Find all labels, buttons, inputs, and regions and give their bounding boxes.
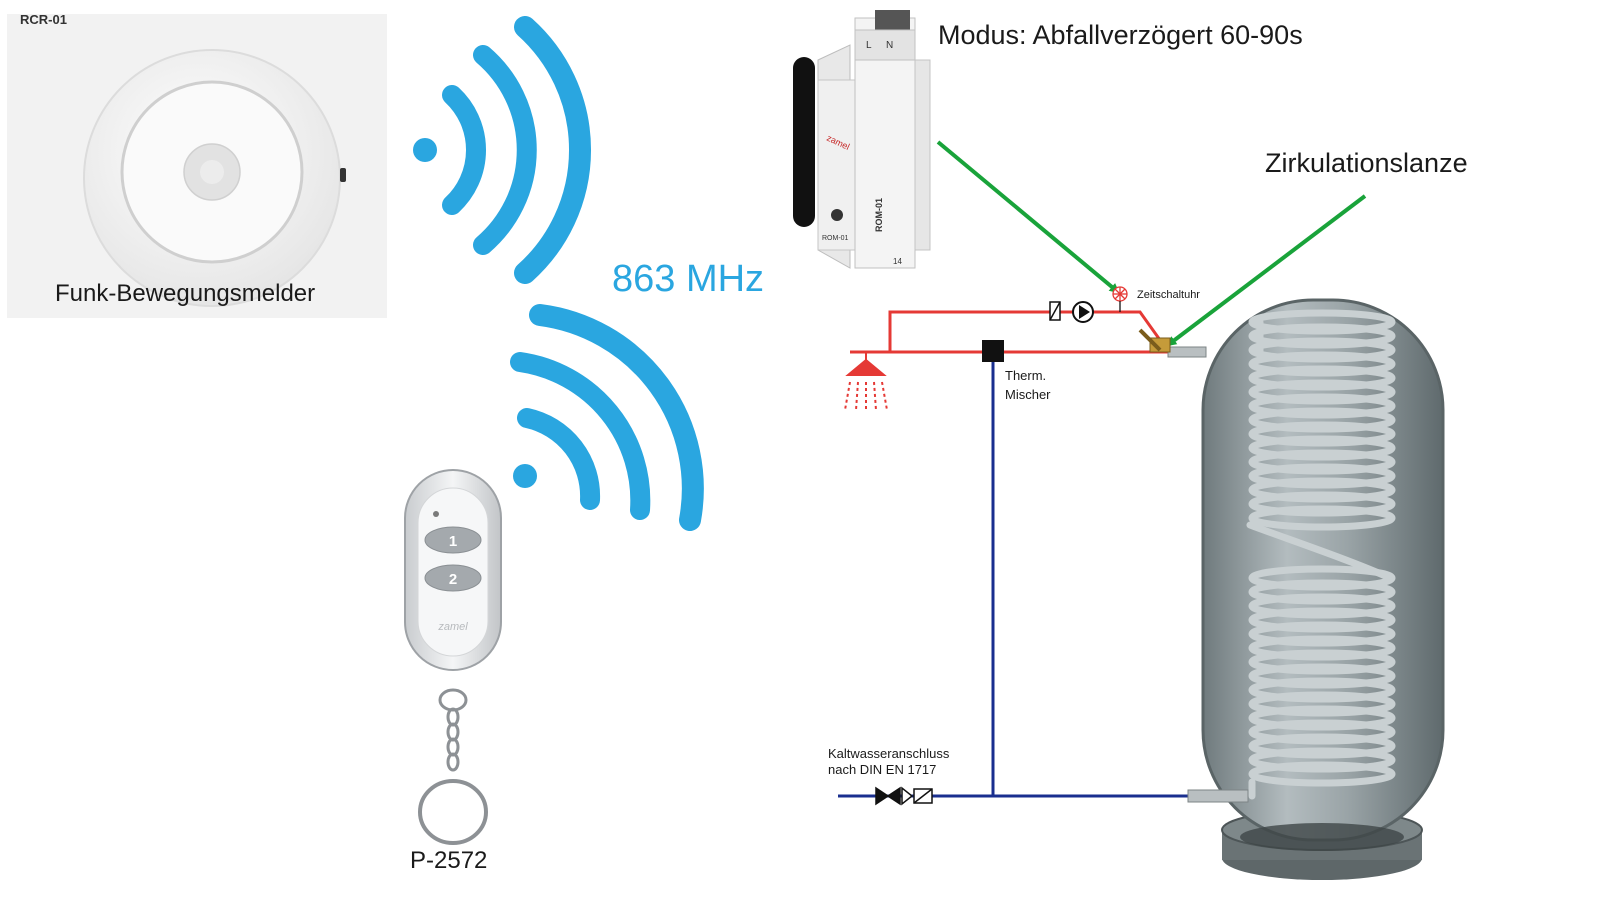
coil-loop (1248, 351, 1396, 377)
remote-button-1-label: 1 (449, 533, 457, 550)
coil-loop (1248, 635, 1396, 661)
coil-loop (1248, 337, 1396, 363)
sensor-name-label: Funk-Bewegungsmelder (55, 280, 316, 307)
relay-terminal-14: 14 (893, 257, 902, 266)
key-chain (418, 688, 488, 845)
wifi-waves-sensor-icon (413, 16, 592, 284)
remote-brand-logo: zamel (437, 621, 468, 633)
cold-water-label-line2: nach DIN EN 1717 (828, 762, 937, 777)
coil-loop (1248, 733, 1396, 759)
coil-loop (1248, 323, 1396, 349)
cold-inlet-stub (1187, 789, 1249, 803)
coil-loop (1248, 663, 1396, 689)
coil-loop (1248, 505, 1396, 531)
timer-label: Zeitschaltuhr (1137, 289, 1200, 301)
circulation-lance-fitting (1138, 328, 1171, 353)
coil-loop (1248, 491, 1396, 517)
hot-outlet-stub (1167, 346, 1207, 358)
coil-loop (1248, 393, 1396, 419)
mixer-label-line1: Therm. (1005, 368, 1047, 383)
sensor-model-label: RCR-01 (20, 12, 67, 27)
coil-loop (1248, 309, 1396, 335)
wifi-waves-remote-icon (510, 304, 704, 531)
remote-model-label: P-2572 (410, 847, 488, 874)
relay-module: L N zamel ROM-01 ROM-01 14 (793, 10, 931, 269)
coil-loop (1248, 463, 1396, 489)
coil-loop (1248, 747, 1396, 773)
arrow-relay-to-timer (936, 140, 1120, 294)
thermostatic-mixer-icon (982, 340, 1004, 362)
circulation-lance-label: Zirkulationslanze (1265, 148, 1468, 178)
arrow-lance (1166, 194, 1367, 347)
relay-model-side: ROM-01 (874, 198, 884, 232)
timer-icon (1112, 286, 1128, 312)
coil-loop (1248, 761, 1396, 787)
mixer-label-line2: Mischer (1005, 387, 1051, 402)
coil-connector (1246, 318, 1394, 800)
coil-loop (1248, 407, 1396, 433)
cold-water-label-line1: Kaltwasseranschluss (828, 746, 950, 761)
relay-model-front: ROM-01 (822, 235, 849, 242)
motion-sensor (7, 14, 387, 318)
coil-loop (1248, 593, 1396, 619)
coil-loop (1248, 621, 1396, 647)
relay-terminal-l: L (866, 40, 872, 51)
pipe-network (838, 310, 1197, 798)
coil-loop (1248, 649, 1396, 675)
hot-pipe-circulation (888, 310, 1162, 352)
remote-button-2-label: 2 (449, 571, 457, 588)
remote-key-fob: 1 2 zamel (404, 469, 502, 845)
coil-loop (1248, 677, 1396, 703)
cold-water-valve-icon (875, 786, 933, 806)
coil-loop (1248, 579, 1396, 605)
circulation-pump-icon (1072, 301, 1094, 323)
shower-head-icon (844, 352, 888, 411)
coil-loop (1248, 477, 1396, 503)
remote-button-2[interactable]: 2 (424, 564, 482, 592)
coil-loop (1248, 691, 1396, 717)
coil-loop (1248, 449, 1396, 475)
remote-button-1[interactable]: 1 (424, 526, 482, 554)
coil-loop (1248, 719, 1396, 745)
radio-frequency-label: 863 MHz (612, 258, 765, 300)
coil-loop (1248, 705, 1396, 731)
coil-loop (1248, 607, 1396, 633)
coil-loop (1248, 365, 1396, 391)
relay-terminal-n: N (886, 40, 893, 51)
heat-exchanger-coil (1246, 309, 1396, 800)
check-valve-icon (1049, 301, 1061, 321)
coil-loop (1248, 421, 1396, 447)
relay-mode-label: Modus: Abfallverzögert 60-90s (938, 20, 1303, 50)
coil-loop (1248, 379, 1396, 405)
coil-loop (1248, 435, 1396, 461)
